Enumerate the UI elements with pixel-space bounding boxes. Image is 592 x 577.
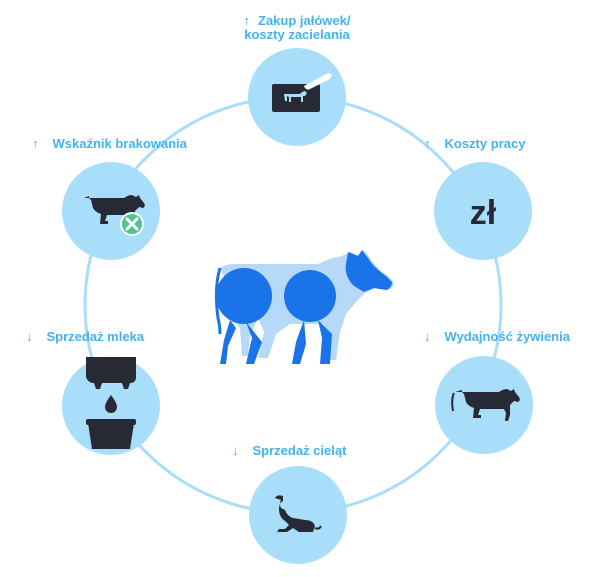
cow-culled-icon xyxy=(84,195,145,236)
cow-icon xyxy=(451,389,520,421)
label-milk-sales: ↓Sprzedaż mleka xyxy=(26,329,145,344)
svg-text:zł: zł xyxy=(470,194,497,232)
node-labor-costs: zł xyxy=(434,162,532,260)
node-heifer-purchase xyxy=(248,48,346,146)
node-feed-efficiency xyxy=(435,356,533,454)
node-culling-rate xyxy=(62,162,160,260)
currency-zloty-icon: zł xyxy=(470,194,497,232)
calf-icon xyxy=(275,495,322,532)
label-calf-sales: ↓Sprzedaż cieląt xyxy=(232,443,347,458)
card-cow-icon xyxy=(272,73,332,112)
label-feed-efficiency: ↓Wydajność żywienia xyxy=(424,329,570,344)
node-milk-sales xyxy=(62,357,160,455)
label-labor-costs: ↑Koszty pracy xyxy=(424,136,526,151)
milk-udder-icon xyxy=(86,357,136,449)
center-cow-illustration xyxy=(214,250,394,364)
label-culling-rate: ↑Wskaźnik brakowania xyxy=(32,136,187,151)
label-heifer-purchase: ↑Zakup jałówek/ koszty zacielania xyxy=(243,13,351,42)
node-calf-sales xyxy=(249,466,347,564)
